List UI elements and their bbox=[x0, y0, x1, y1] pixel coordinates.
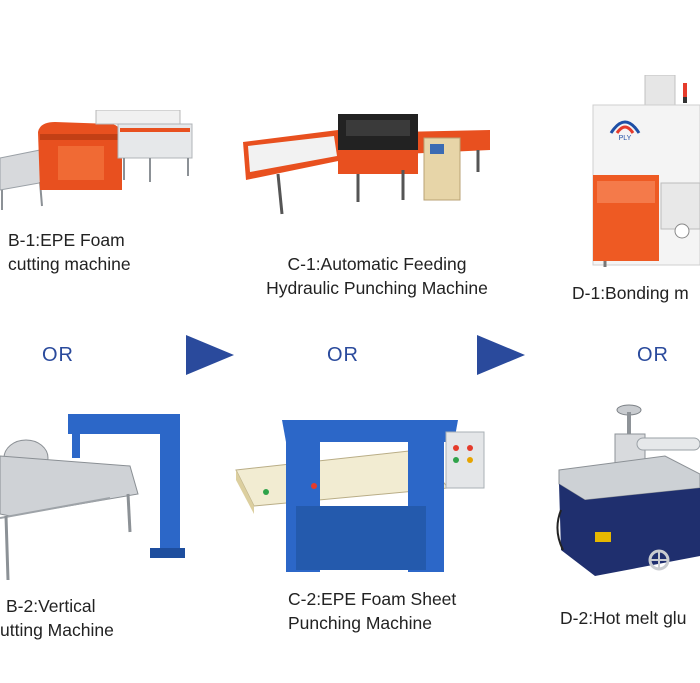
caption-c1: C-1:Automatic Feeding Hydraulic Punching… bbox=[252, 252, 502, 300]
caption-d1-line1: D-1:Bonding m bbox=[572, 283, 689, 303]
caption-c2-line2: Punching Machine bbox=[288, 613, 432, 633]
caption-d2-line1: D-2:Hot melt glu bbox=[560, 608, 687, 628]
logo-text: PLY bbox=[618, 135, 632, 142]
logo-mark-icon bbox=[609, 120, 641, 134]
machine-c2-image bbox=[232, 420, 490, 580]
arrow-right-icon bbox=[186, 335, 234, 380]
or-label-2: OR bbox=[327, 344, 359, 366]
logo: PLY bbox=[607, 115, 643, 143]
caption-c2-line1: C-2:EPE Foam Sheet bbox=[288, 589, 457, 609]
caption-c2: C-2:EPE Foam Sheet Punching Machine bbox=[288, 587, 456, 635]
caption-c1-line1: C-1:Automatic Feeding bbox=[287, 254, 467, 274]
machine-d2-image bbox=[555, 400, 700, 590]
machine-c1-image bbox=[238, 110, 498, 220]
caption-c1-line2: Hydraulic Punching Machine bbox=[266, 278, 488, 298]
or-label-3: OR bbox=[637, 344, 669, 366]
arrow-right-icon bbox=[477, 335, 525, 380]
caption-b2-line2: utting Machine bbox=[0, 620, 114, 640]
or-label-1: OR bbox=[42, 344, 74, 366]
caption-d1: D-1:Bonding m bbox=[572, 281, 689, 305]
machine-d1-image: PLY bbox=[585, 75, 700, 267]
caption-b1: B-1:EPE Foam cutting machine bbox=[8, 228, 131, 276]
machine-b1-image bbox=[0, 110, 200, 215]
caption-d2: D-2:Hot melt glu bbox=[560, 606, 686, 630]
caption-b2-line1: B-2:Vertical bbox=[6, 596, 96, 616]
caption-b1-line1: B-1:EPE Foam bbox=[8, 230, 125, 250]
caption-b2: B-2:Vertical utting Machine bbox=[0, 594, 114, 642]
caption-b1-line2: cutting machine bbox=[8, 254, 131, 274]
machine-b2-image bbox=[0, 398, 185, 588]
